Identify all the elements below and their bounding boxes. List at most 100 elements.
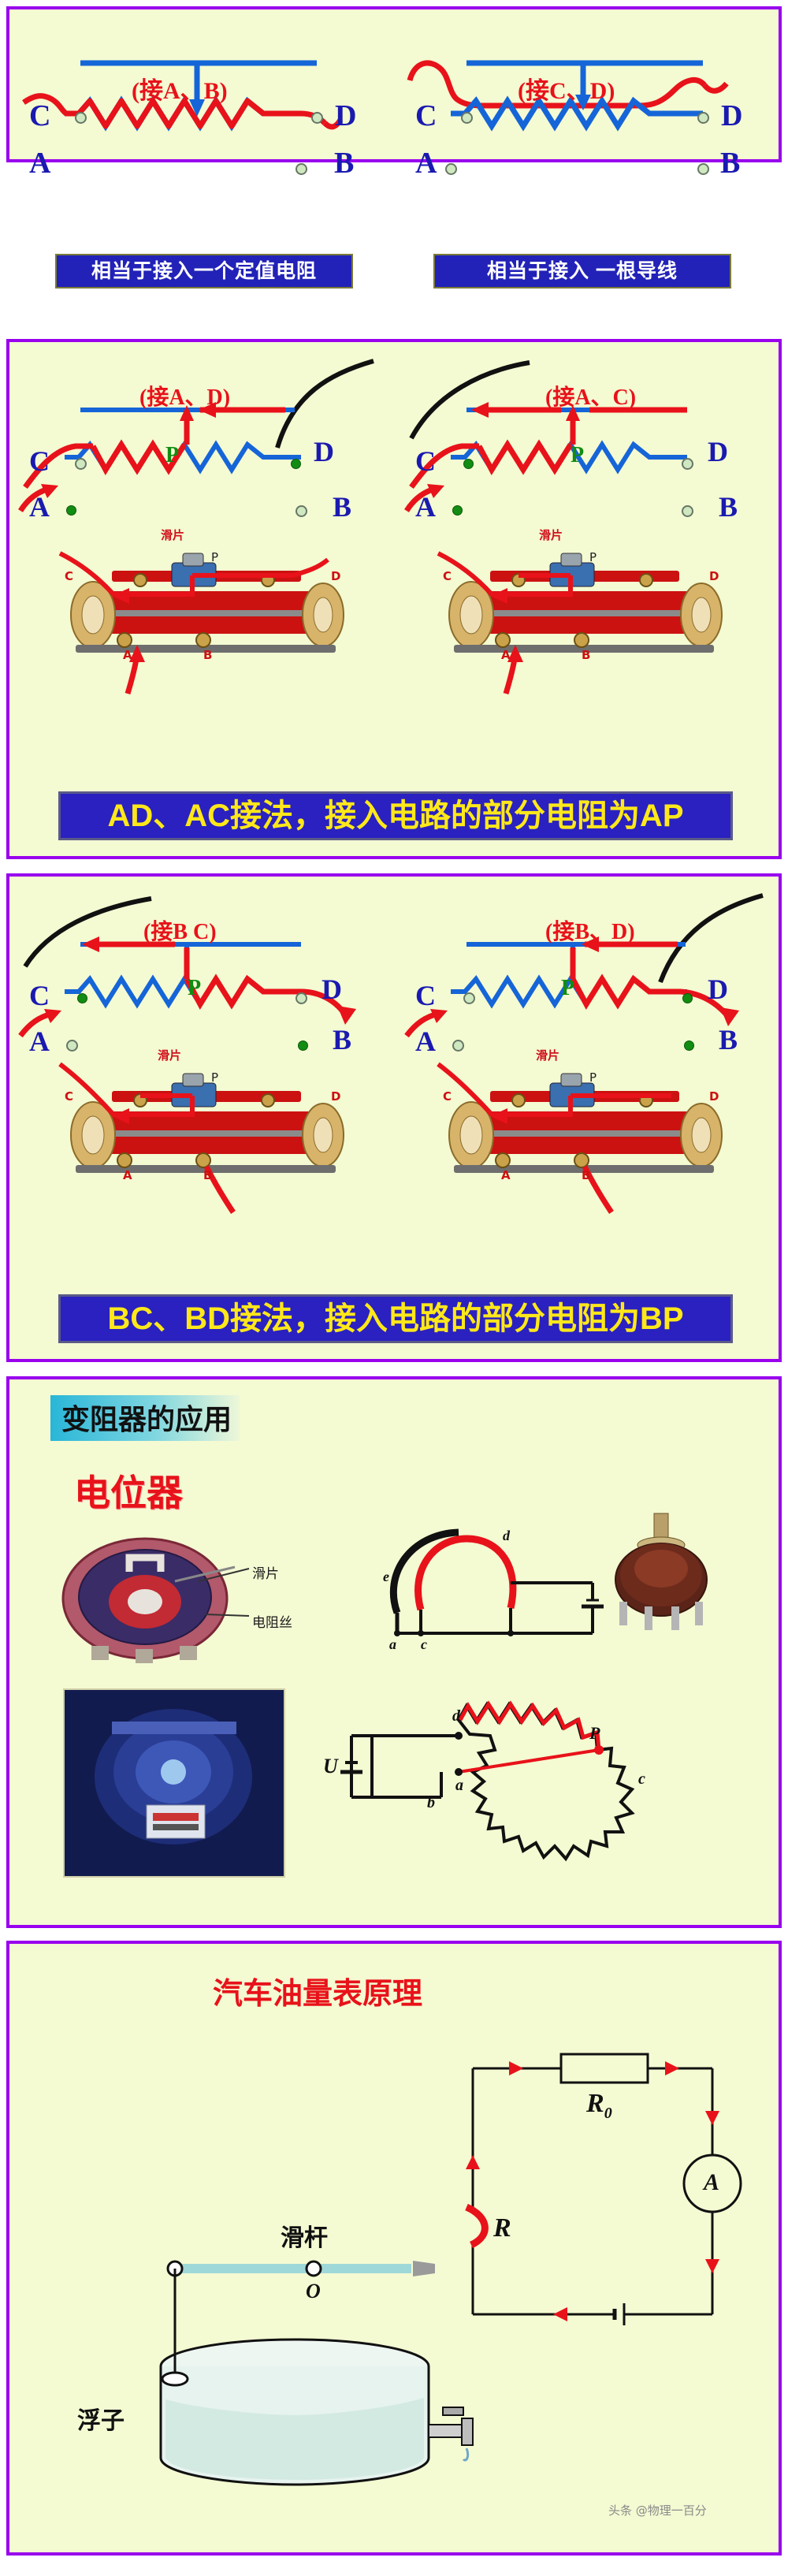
terminal-node-b-right: [697, 163, 709, 175]
potentiometer-schematic-top: a c d e: [348, 1521, 608, 1663]
p3-left-label-c: C: [29, 980, 50, 1011]
p2-left-slider-p: P: [165, 443, 180, 467]
p2-right-photo-label-a: A: [501, 648, 511, 662]
panel-2-ad-ac: C D A B (接A、D) P: [6, 339, 782, 859]
p3-left-photo-label-a: A: [123, 1168, 132, 1182]
schematic-bottom-label-p: P: [589, 1723, 600, 1743]
subtitle-potentiometer: 电位器: [74, 1472, 183, 1514]
p2-left-greennode-d: [291, 459, 301, 469]
p2-right-label-a: A: [415, 491, 436, 523]
label-slider-bar: 滑杆: [281, 2224, 328, 2252]
p3-right-photo-label-p: P: [589, 1070, 597, 1085]
p2-right-label-b: B: [719, 491, 738, 523]
p3-right-photo-label-b: B: [582, 1168, 591, 1182]
label-r0-letter: R: [586, 2089, 604, 2118]
p3-left-node-d: [296, 992, 307, 1004]
schematic-bottom-label-b: b: [427, 1794, 435, 1811]
label-r0-subscript: 0: [604, 2104, 612, 2122]
terminal-node-d-right: [697, 112, 709, 124]
p2-right-node-d: [682, 458, 693, 470]
p2-right-slider-p: P: [571, 443, 585, 467]
label-slider-piece: 滑片: [252, 1566, 279, 1582]
p2-right-rheostat-photo: 滑片 C D A B P: [435, 528, 734, 697]
terminal-label-d-left: D: [335, 99, 357, 132]
p2-right-note-ac: (接A、C): [545, 385, 637, 410]
p2-left-photo-slider-label: 滑片: [161, 528, 185, 542]
p3-right-photo-label-a: A: [501, 1168, 511, 1182]
schematic-bottom-label-u: U: [323, 1755, 338, 1778]
schematic-top-label-a: a: [389, 1636, 396, 1652]
terminal-node-a-right: [445, 163, 457, 175]
p2-right-photo-label-p: P: [589, 550, 597, 564]
p3-left-label-a: A: [29, 1026, 50, 1057]
connection-note-ab: (接A、B): [132, 78, 228, 104]
panel3-title-bc-bd: BC、BD接法，接入电路的部分电阻为BP: [58, 1294, 733, 1343]
p3-left-photo-label-c: C: [65, 1089, 74, 1104]
section-head-applications: 变阻器的应用: [50, 1395, 240, 1441]
schematic-top-label-d: d: [503, 1528, 510, 1543]
p3-left-slider-p: P: [188, 976, 202, 1000]
fuel-gauge-circuit: R0 A R: [435, 2037, 750, 2376]
p2-left-node-b: [296, 505, 307, 517]
p3-right-label-d: D: [708, 973, 728, 1005]
schematic-top-label-c: c: [421, 1636, 427, 1652]
p2-left-label-c: C: [29, 445, 50, 477]
terminal-label-b-right: B: [720, 147, 741, 180]
p2-left-photo-label-c: C: [65, 569, 74, 583]
p3-right-note-bd: (接B、D): [545, 920, 635, 944]
schematic-bottom-label-d: d: [452, 1707, 460, 1725]
p3-left-photo-slider-label: 滑片: [158, 1048, 182, 1063]
panel5-title-fuel-gauge: 汽车油量表原理: [213, 1976, 423, 2011]
panel2-title-ad-ac: AD、AC接法，接入电路的部分电阻为AP: [58, 791, 733, 840]
potentiometer-dark-photo: [63, 1688, 285, 1878]
p3-right-photo-slider-label: 滑片: [536, 1048, 560, 1063]
p3-left-greennode-b: [298, 1040, 308, 1051]
p3-right-node-a: [452, 1040, 464, 1052]
p2-right-label-c: C: [415, 445, 436, 477]
p2-left-photo-label-p: P: [211, 550, 219, 564]
terminal-node-d-left: [311, 112, 323, 124]
p2-left-rheostat-photo: 滑片 C D A B P: [57, 528, 356, 697]
p2-right-photo-label-c: C: [443, 569, 452, 583]
p3-right-photo-label-d: D: [709, 1089, 719, 1104]
terminal-label-a-left: A: [29, 147, 51, 180]
p3-right-greennode-d: [682, 993, 693, 1003]
terminal-label-b-left: B: [334, 147, 355, 180]
p2-left-label-a: A: [29, 491, 50, 523]
p3-left-greennode-c: [77, 993, 87, 1003]
p3-left-label-d: D: [322, 973, 342, 1005]
p3-left-photo-label-b: B: [203, 1168, 213, 1182]
potentiometer-round-photo: [57, 1523, 238, 1665]
p3-right-rheostat-photo: 滑片 C D A B P: [435, 1048, 734, 1217]
connection-note-cd: (接C、D): [518, 78, 615, 104]
p3-left-label-b: B: [333, 1024, 352, 1055]
p3-right-greennode-b: [684, 1040, 694, 1051]
watermark: 头条 @物理一百分: [608, 2503, 707, 2518]
terminal-node-c-right: [461, 112, 473, 124]
p2-left-label-b: B: [333, 491, 352, 523]
label-resistance-wire: 电阻丝: [252, 1615, 292, 1631]
p3-left-rheostat-photo: 滑片 C D A B P: [57, 1048, 356, 1217]
p2-right-label-d: D: [708, 436, 728, 467]
label-pivot-o: O: [306, 2280, 321, 2302]
schematic-top-label-e: e: [383, 1569, 389, 1584]
label-ammeter: A: [704, 2169, 720, 2195]
p2-left-greennode-a: [66, 505, 76, 516]
potentiometer-schematic-bottom: U d a b c P: [323, 1679, 719, 1876]
p3-right-slider-p: P: [561, 976, 575, 1000]
terminal-label-a-right: A: [415, 147, 437, 180]
fuel-gauge-linkage: 滑杆 O: [151, 2217, 482, 2351]
p2-right-photo-label-b: B: [582, 648, 591, 662]
label-r-variable: R: [493, 2213, 511, 2243]
p2-right-photo-slider-label: 滑片: [539, 528, 563, 542]
potentiometer-component-photo: [608, 1513, 719, 1632]
terminal-node-c-left: [75, 112, 87, 124]
p3-right-label-a: A: [415, 1026, 436, 1057]
label-float: 浮子: [77, 2407, 125, 2435]
p2-left-photo-label-b: B: [203, 648, 213, 662]
terminal-label-d-right: D: [721, 99, 743, 132]
p2-right-greennode-c: [463, 459, 474, 469]
p2-left-photo-label-a: A: [123, 648, 132, 662]
p3-right-label-b: B: [719, 1024, 738, 1055]
